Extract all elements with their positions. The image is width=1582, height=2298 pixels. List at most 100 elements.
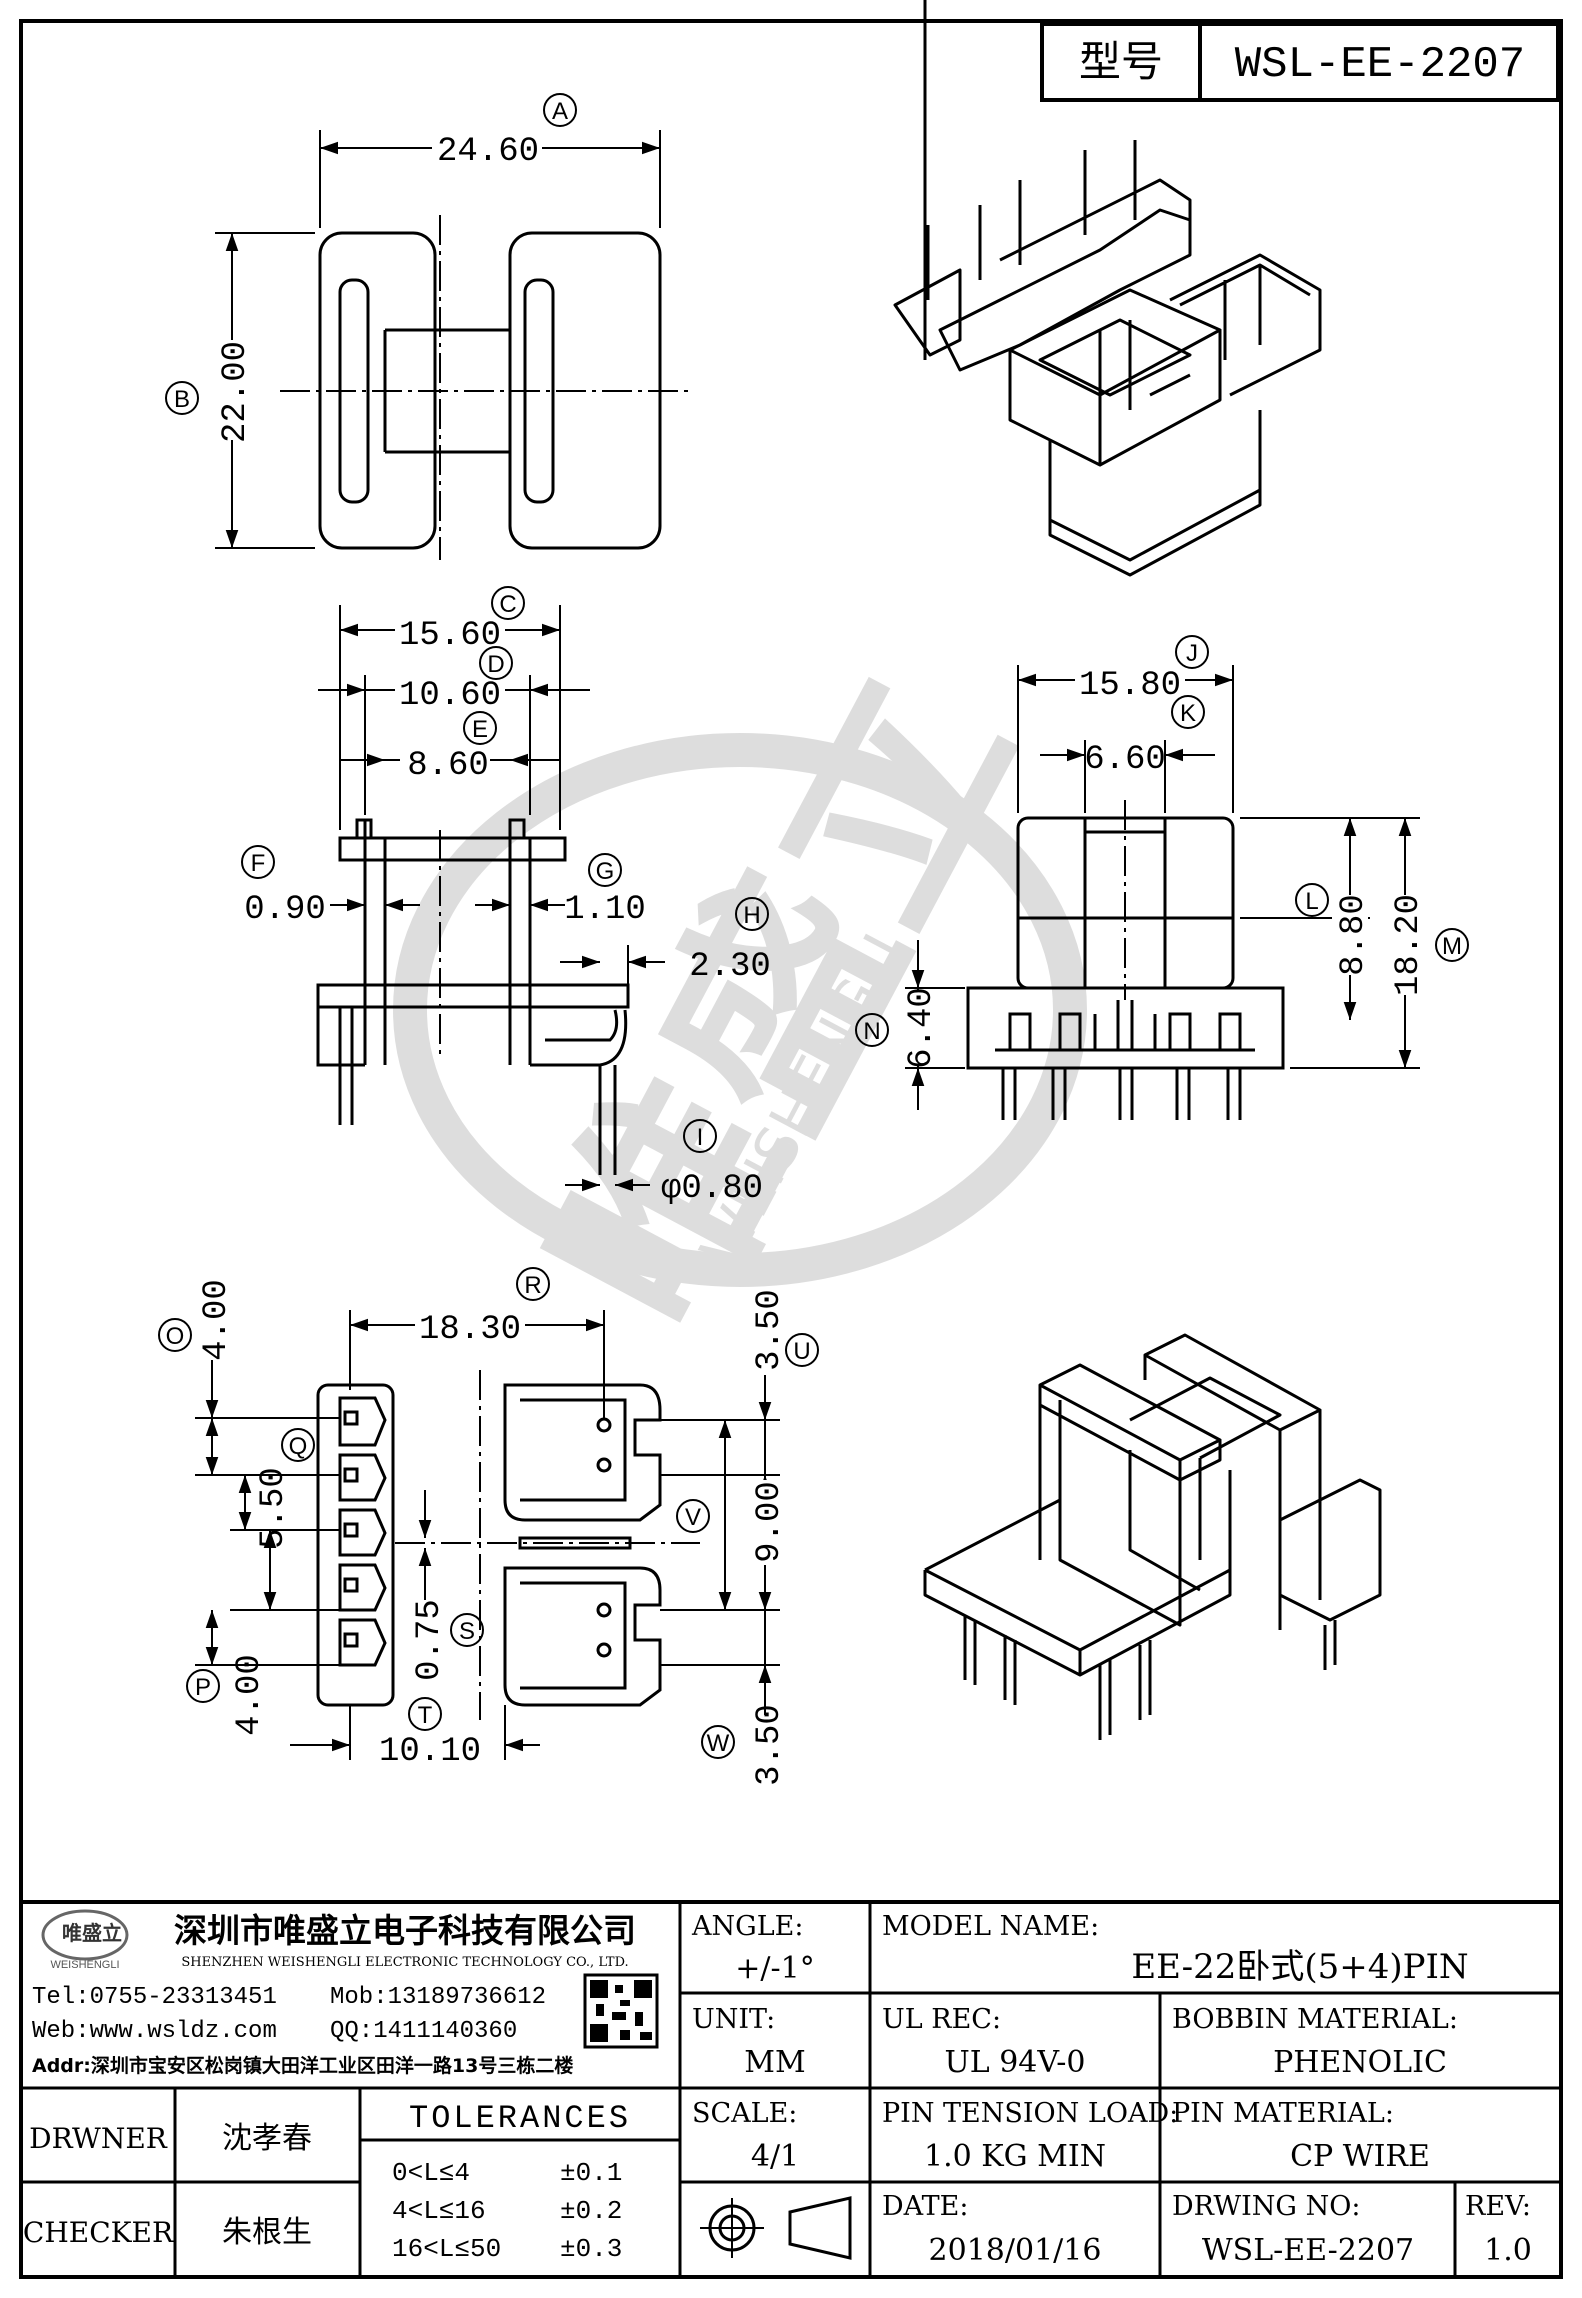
dim-O-value: 4.00 <box>198 1279 236 1361</box>
dim-C-value: 15.60 <box>399 617 501 655</box>
dim-P-letter: P <box>195 1674 211 1701</box>
dim-Q-value: 5.50 <box>255 1467 293 1549</box>
model-name-value: EE-22卧式(5+4)PIN <box>1131 1947 1468 1987</box>
dim-K-letter: K <box>1180 700 1196 727</box>
dim-F-letter: F <box>251 850 266 877</box>
pin-material-label: PIN MATERIAL: <box>1172 2098 1394 2129</box>
dim-M-value: 18.20 <box>1390 894 1428 996</box>
drawing-no-value: WSL-EE-2207 <box>1202 2233 1414 2268</box>
company-tel: Tel:0755-23313451 <box>32 1984 277 2011</box>
dim-A-value: 24.60 <box>437 133 539 171</box>
drawer-label: DRWNER <box>29 2122 168 2155</box>
projection-symbol-icon <box>700 2196 852 2260</box>
checker-name: 朱根生 <box>222 2215 312 2250</box>
company-address: Addr:深圳市宝安区松岗镇大田洋工业区田洋一路13号三栋二楼 <box>32 2054 573 2077</box>
top-view <box>215 130 690 560</box>
pin-tension-value: 1.0 KG MIN <box>924 2139 1106 2174</box>
dim-L-value: 8.80 <box>1335 894 1373 976</box>
dim-F-value: 0.90 <box>244 891 326 929</box>
dim-V-letter: V <box>685 1504 701 1531</box>
dim-H-letter: H <box>743 902 760 929</box>
dim-I-value: φ0.80 <box>661 1170 763 1208</box>
bobbin-material-value: PHENOLIC <box>1273 2045 1447 2080</box>
ul-rec-value: UL 94V-0 <box>944 2045 1085 2080</box>
scale-value: 4/1 <box>751 2139 799 2174</box>
iso-view-top <box>893 0 1322 577</box>
dim-G-value: 1.10 <box>564 891 646 929</box>
dim-K-value: 6.60 <box>1084 741 1166 779</box>
dim-B-value: 22.00 <box>217 341 255 443</box>
dim-J-letter: J <box>1186 640 1198 667</box>
model-header: 型号 WSL-EE-2207 <box>1040 22 1560 102</box>
tolerance-range-2: 4<L≤16 <box>392 2196 486 2226</box>
dim-C-letter: C <box>499 591 516 618</box>
dim-Q-letter: Q <box>289 1433 308 1460</box>
dim-A-letter: A <box>552 98 568 125</box>
drawer-name: 沈孝春 <box>222 2121 312 2156</box>
company-qq: QQ:1411140360 <box>330 2018 517 2045</box>
qr-code <box>583 1973 659 2049</box>
watermark-brand: 唯盛立 <box>501 633 1061 1368</box>
tolerance-range-3: 16<L≤50 <box>392 2234 501 2264</box>
dim-E-value: 8.60 <box>407 747 489 785</box>
dim-P-value: 4.00 <box>231 1654 269 1736</box>
unit-value: MM <box>744 2045 805 2080</box>
rev-label: REV: <box>1465 2191 1531 2222</box>
dim-U-letter: U <box>793 1338 810 1365</box>
rev-value: 1.0 <box>1484 2233 1532 2268</box>
dim-N-letter: N <box>863 1018 880 1045</box>
angle-label: ANGLE: <box>691 1911 803 1942</box>
dim-R-letter: R <box>524 1272 541 1299</box>
angle-value: +/-1° <box>735 1951 814 1986</box>
logo-sub: WEISHENGLI <box>50 1959 119 1971</box>
tolerance-value-1: ±0.1 <box>560 2158 622 2188</box>
tolerance-value-2: ±0.2 <box>560 2196 622 2226</box>
dim-D-value: 10.60 <box>399 677 501 715</box>
dim-M-letter: M <box>1442 933 1462 960</box>
model-code: WSL-EE-2207 <box>1235 40 1525 90</box>
company-name-en: SHENZHEN WEISHENGLI ELECTRONIC TECHNOLOG… <box>181 1955 628 1970</box>
dim-D-letter: D <box>487 651 504 678</box>
dim-O-letter: O <box>166 1323 185 1350</box>
dim-B: 22.00 B <box>165 340 255 443</box>
company-name-cn: 深圳市唯盛立电子科技有限公司 <box>174 1911 636 1950</box>
tolerance-range-1: 0<L≤4 <box>392 2158 470 2188</box>
dim-T-value: 10.10 <box>379 1733 481 1771</box>
tolerance-value-3: ±0.3 <box>560 2234 622 2264</box>
dim-A: 24.60 A <box>432 93 577 171</box>
unit-label: UNIT: <box>692 2004 775 2035</box>
dim-L-letter: L <box>1305 888 1318 915</box>
dims-front: 15.80 J 6.60 K 8.80 L 18.20 M 6.40 N <box>855 635 1469 1069</box>
dim-B-letter: B <box>174 386 190 413</box>
model-name-label: MODEL NAME: <box>882 1911 1099 1942</box>
dim-S-letter: S <box>459 1618 475 1645</box>
company-web: Web:www.wsldz.com <box>32 2018 277 2045</box>
dim-E-letter: E <box>472 716 488 743</box>
checker-label: CHECKER <box>23 2216 174 2249</box>
bobbin-material-label: BOBBIN MATERIAL: <box>1172 2004 1458 2035</box>
dims-bottom: 18.30 R 4.00 O 5.50 Q 4.00 P 0.75 S 10.1… <box>158 1267 819 1786</box>
ul-rec-label: UL REC: <box>882 2004 1001 2035</box>
iso-view-bottom <box>923 1333 1382 1740</box>
dim-I-letter: I <box>697 1124 704 1151</box>
drawing-no-label: DRWING NO: <box>1172 2191 1360 2222</box>
bottom-view <box>195 1310 780 1760</box>
pin-tension-label: PIN TENSION LOAD: <box>882 2098 1178 2129</box>
dim-G-letter: G <box>596 858 615 885</box>
date-label: DATE: <box>882 2191 968 2222</box>
dim-S-value: 0.75 <box>411 1599 449 1681</box>
dim-V-value: 9.00 <box>751 1481 789 1563</box>
scale-label: SCALE: <box>692 2098 797 2129</box>
title-block: 唯盛立 WEISHENGLI 深圳市唯盛立电子科技有限公司 SHENZHEN W… <box>21 1900 1561 2277</box>
dim-R-value: 18.30 <box>419 1311 521 1349</box>
logo-text: 唯盛立 <box>62 1921 122 1945</box>
company-mob: Mob:13189736612 <box>330 1984 546 2011</box>
dim-J-value: 15.80 <box>1079 667 1181 705</box>
dim-U-value: 3.50 <box>751 1289 789 1371</box>
dim-W-value: 3.50 <box>751 1704 789 1786</box>
dim-W-letter: W <box>707 1730 730 1757</box>
type-label: 型号 <box>1079 37 1163 86</box>
date-value: 2018/01/16 <box>929 2233 1102 2268</box>
dim-H-value: 2.30 <box>689 948 771 986</box>
